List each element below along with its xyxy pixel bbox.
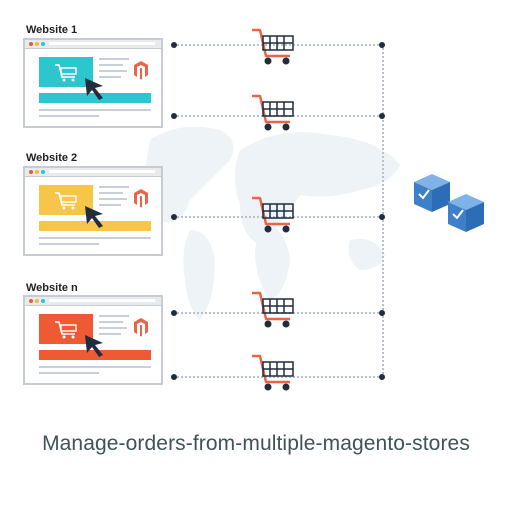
website-label: Website n	[26, 282, 78, 294]
website-browser-window	[23, 166, 163, 256]
accent-stripe	[39, 350, 151, 360]
shopping-cart-icon	[252, 196, 294, 233]
window-dot-icon	[29, 299, 33, 303]
text-line	[99, 76, 121, 78]
window-dot-icon	[35, 42, 39, 46]
text-line	[99, 70, 127, 72]
accent-stripe	[39, 93, 151, 103]
browser-titlebar	[25, 40, 161, 49]
vertical-connector-line	[382, 45, 384, 377]
connector-node	[171, 310, 177, 316]
text-line	[99, 315, 129, 317]
pointer-cursor-icon	[85, 78, 103, 100]
website-browser-window	[23, 295, 163, 385]
connector-node	[171, 214, 177, 220]
accent-stripe	[39, 221, 151, 231]
connector-line	[174, 376, 382, 378]
text-line	[39, 243, 99, 245]
pointer-cursor-icon	[85, 335, 103, 357]
product-banner	[39, 57, 93, 87]
connector-node	[171, 374, 177, 380]
connector-node	[379, 310, 385, 316]
text-line	[39, 237, 151, 239]
window-dot-icon	[41, 299, 45, 303]
product-banner	[39, 185, 93, 215]
window-dot-icon	[29, 42, 33, 46]
shopping-cart-icon	[55, 192, 77, 210]
text-line	[39, 366, 151, 368]
website-browser-window	[23, 38, 163, 128]
magento-logo-icon	[134, 189, 148, 208]
text-line	[39, 372, 99, 374]
window-dot-icon	[41, 170, 45, 174]
connector-node	[379, 214, 385, 220]
pointer-cursor-icon	[85, 206, 103, 228]
text-line	[39, 115, 99, 117]
browser-titlebar	[25, 297, 161, 306]
connector-node	[171, 113, 177, 119]
shopping-cart-icon	[252, 94, 294, 131]
text-line	[99, 186, 129, 188]
connector-line	[174, 216, 382, 218]
package-box-icon	[414, 174, 484, 232]
shopping-cart-icon	[252, 291, 294, 328]
text-line	[99, 327, 127, 329]
window-dot-icon	[35, 299, 39, 303]
shopping-cart-icon	[55, 64, 77, 82]
address-bar	[49, 299, 155, 302]
product-banner	[39, 314, 93, 344]
shopping-cart-icon	[252, 354, 294, 391]
caption: Manage-orders-from-multiple-magento-stor…	[42, 432, 470, 455]
text-line	[99, 333, 121, 335]
browser-titlebar	[25, 168, 161, 177]
text-line	[99, 58, 129, 60]
text-line	[99, 192, 123, 194]
text-line	[99, 204, 121, 206]
window-dot-icon	[35, 170, 39, 174]
address-bar	[49, 170, 155, 173]
window-dot-icon	[41, 42, 45, 46]
connector-node	[379, 42, 385, 48]
magento-logo-icon	[134, 61, 148, 80]
text-line	[39, 109, 151, 111]
website-label: Website 1	[26, 24, 78, 36]
text-line	[99, 64, 123, 66]
connector-line	[174, 44, 382, 46]
magento-logo-icon	[134, 318, 148, 337]
website-label: Website 2	[26, 152, 78, 164]
shopping-cart-icon	[55, 321, 77, 339]
address-bar	[49, 42, 155, 45]
connector-node	[171, 42, 177, 48]
connector-node	[379, 374, 385, 380]
shopping-cart-icon	[252, 28, 294, 65]
connector-node	[379, 113, 385, 119]
text-line	[99, 321, 123, 323]
text-line	[99, 198, 127, 200]
window-dot-icon	[29, 170, 33, 174]
